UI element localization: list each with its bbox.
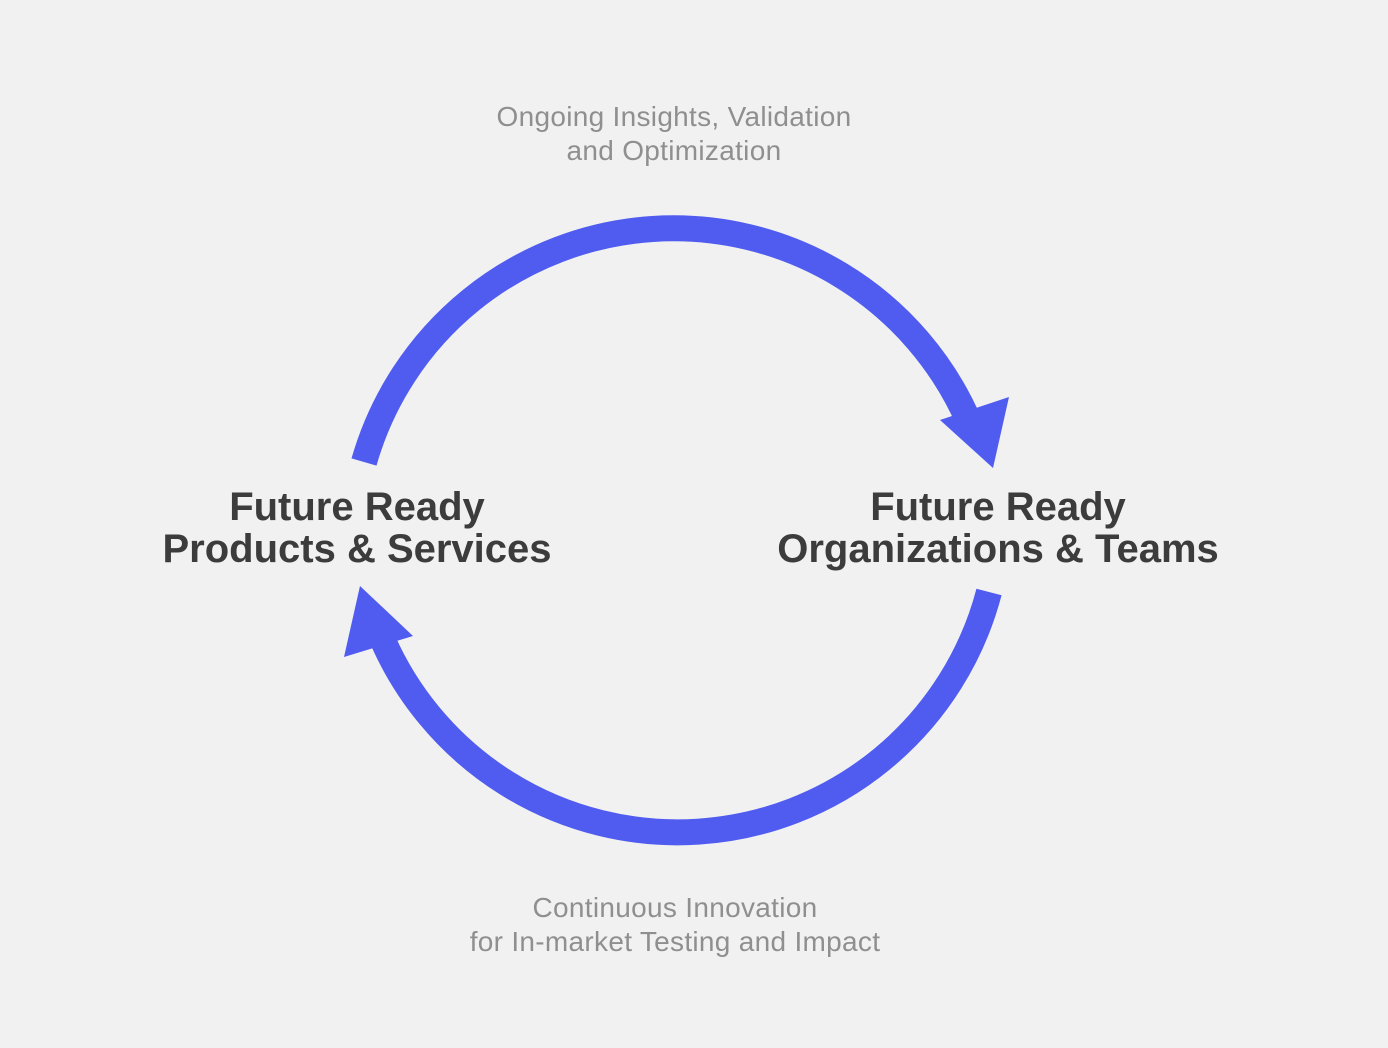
left-node-label: Future Ready Products & Services (126, 486, 588, 570)
top-caption: Ongoing Insights, Validation and Optimiz… (474, 100, 874, 168)
right-node-label: Future Ready Organizations & Teams (738, 486, 1258, 570)
left-node-line-2: Products & Services (162, 527, 552, 571)
bottom-arc-arrow-shaft (366, 588, 1002, 846)
top-caption-line-1: Ongoing Insights, Validation (496, 101, 852, 132)
left-node-line-1: Future Ready (229, 485, 485, 529)
bottom-caption-line-1: Continuous Innovation (532, 892, 818, 923)
bottom-arrowhead-icon (344, 586, 413, 657)
right-node-line-2: Organizations & Teams (777, 527, 1219, 571)
bottom-caption: Continuous Innovation for In-market Test… (440, 891, 910, 959)
top-caption-line-2: and Optimization (566, 135, 782, 166)
top-arrowhead-icon (940, 397, 1009, 468)
right-node-line-1: Future Ready (870, 485, 1126, 529)
bottom-caption-line-2: for In-market Testing and Impact (469, 926, 881, 957)
top-arc-arrow-shaft (351, 215, 981, 466)
